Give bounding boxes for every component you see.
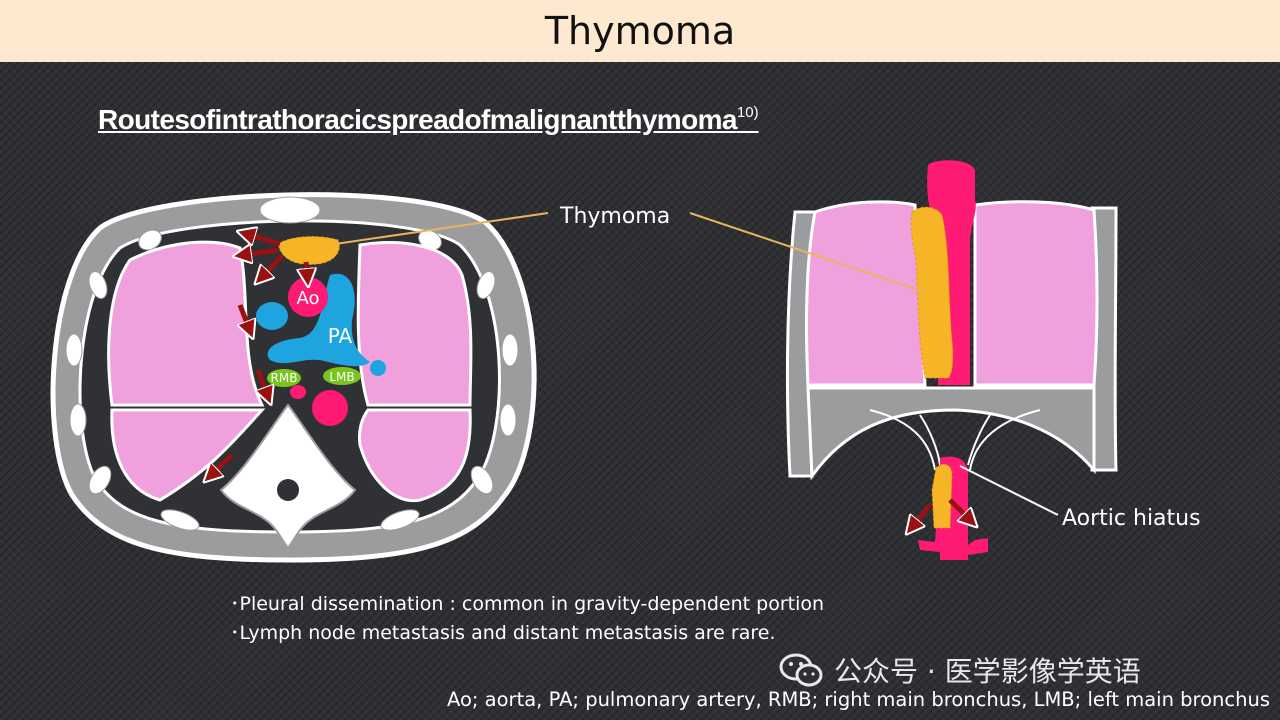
spread-arrow [206, 453, 234, 480]
right-main-bronchus [267, 369, 301, 387]
spread-arrow [258, 369, 270, 402]
aortic-hiatus-leader [959, 465, 1059, 516]
label-rmb: RMB [271, 371, 298, 385]
rib [88, 271, 108, 299]
vertebra [219, 403, 357, 550]
pulmonary-artery [267, 273, 370, 367]
axial-diagram: Ao PA RMB LMB [50, 192, 537, 563]
esophagus [290, 385, 306, 399]
axial-thymoma [277, 236, 340, 265]
rib [160, 509, 200, 531]
bullet-list: ･Pleural dissemination : common in gravi… [230, 590, 824, 648]
watermark: 公众号 · 医学影像学英语 [778, 650, 1141, 690]
thymoma-leader-axial [334, 212, 549, 245]
label-thymoma: Thymoma [559, 204, 670, 229]
abdominal-aorta [918, 456, 988, 560]
coronal-right-lung [804, 200, 927, 387]
abbreviation-footnote: Ao; aorta, PA; pulmonary artery, RMB; ri… [446, 688, 1270, 711]
coronal-thymoma-lower [931, 463, 953, 529]
title-bar: Thymoma [0, 0, 1280, 62]
heading-text: Routesofintrathoracicspreadofmalignantth… [98, 104, 737, 135]
diaphragm-crura [869, 409, 1041, 471]
left-main-bronchus [323, 367, 361, 385]
pulmonary-artery-branch [256, 302, 288, 330]
rib [501, 333, 519, 367]
pulmonary-artery-left-branch [370, 360, 386, 376]
label-aortic-hiatus: Aortic hiatus [1062, 506, 1201, 531]
bullet-item: ･Pleural dissemination : common in gravi… [230, 593, 825, 615]
rib [65, 333, 83, 367]
spinal-canal [277, 479, 299, 501]
spread-arrow [306, 261, 308, 284]
right-lung-lower [110, 408, 266, 502]
thymoma-leader-coronal [689, 212, 926, 293]
spread-arrow [240, 232, 281, 247]
rib [88, 465, 112, 495]
label-pa: PA [328, 324, 353, 348]
rib [259, 196, 321, 224]
rib [138, 229, 162, 251]
rib [380, 509, 420, 531]
page-title: Thymoma [544, 9, 736, 53]
reference-marker: 10) [736, 104, 759, 121]
label-lmb: LMB [329, 370, 354, 384]
coronal-diagram [785, 160, 1118, 560]
spread-arrow [257, 254, 284, 282]
diaphragm [806, 386, 1096, 481]
ribs [65, 196, 519, 531]
spread-arrows [206, 232, 308, 480]
coronal-left-lung [973, 200, 1099, 387]
left-lung-lower [358, 408, 472, 503]
spread-arrow [948, 498, 975, 525]
right-lung [107, 240, 265, 407]
descending-aorta [312, 390, 348, 426]
spread-arrow [236, 250, 279, 256]
coronal-spread-arrows [908, 498, 975, 532]
coronal-thymoma [910, 206, 954, 379]
wechat-icon [779, 653, 823, 687]
left-lung [356, 241, 473, 407]
label-ao: Ao [296, 288, 319, 309]
spread-arrow [908, 503, 932, 532]
rib [470, 465, 494, 495]
section-heading: Routesofintrathoracicspreadofmalignantth… [98, 104, 759, 136]
watermark-text: 公众号 · 医学影像学英语 [834, 655, 1141, 688]
bullet-item: ･Lymph node metastasis and distant metas… [230, 622, 776, 644]
rib [69, 403, 87, 437]
rib [476, 271, 496, 299]
spread-arrow [240, 304, 252, 336]
rib [499, 403, 517, 437]
